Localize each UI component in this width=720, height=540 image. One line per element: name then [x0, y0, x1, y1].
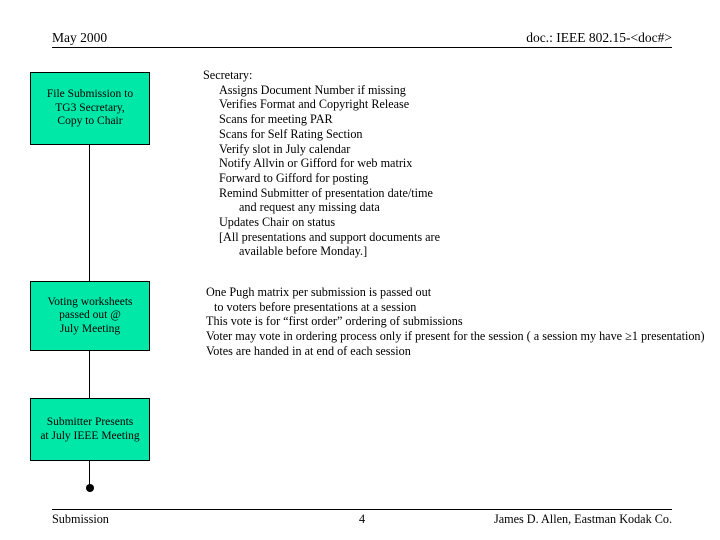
header-date: May 2000 [52, 30, 108, 45]
secretary-item: and request any missing data [239, 200, 380, 215]
secretary-item: [All presentations and support documents… [219, 229, 441, 244]
secretary-task-list: Secretary: Assigns Document Number if mi… [203, 68, 440, 259]
flow-connector-endpoint [85, 484, 94, 492]
voting-note-line: to voters before presentations at a sess… [214, 299, 417, 314]
flow-box-line: Submitter Presents [46, 415, 134, 428]
footer-submission-label: Submission [52, 512, 109, 526]
secretary-item: Verifies Format and Copyright Release [219, 97, 410, 112]
secretary-item: Verify slot in July calendar [219, 141, 351, 156]
flow-box-submitter-presents: Submitter Presents at July IEEE Meeting [30, 398, 150, 461]
secretary-item: Assigns Document Number if missing [219, 82, 406, 97]
secretary-item: Scans for Self Rating Section [219, 126, 363, 141]
secretary-item: Updates Chair on status [219, 215, 336, 230]
flow-box-line: TG3 Secretary, [55, 101, 125, 114]
flow-box-line: Copy to Chair [57, 115, 123, 128]
secretary-heading: Secretary: [203, 68, 253, 82]
flow-box-file-submission: File Submission to TG3 Secretary, Copy t… [30, 72, 150, 145]
flow-box-line: passed out @ [59, 309, 121, 322]
secretary-item: Forward to Gifford for posting [219, 170, 369, 185]
flow-box-line: at July IEEE Meeting [40, 429, 140, 442]
flow-box-line: July Meeting [59, 322, 121, 335]
voting-note-line: One Pugh matrix per submission is passed… [206, 285, 432, 299]
secretary-item: Remind Submitter of presentation date/ti… [219, 185, 433, 200]
secretary-item: Notify Allvin or Gifford for web matrix [219, 156, 413, 171]
voting-note-line: This vote is for “first order” ordering … [206, 314, 463, 329]
slide-footer: Submission 4 James D. Allen, Eastman Kod… [52, 509, 672, 527]
voting-note-line: Voter may vote in ordering process only … [206, 329, 705, 344]
flow-box-line: File Submission to [46, 88, 134, 101]
header-doc-reference: doc.: IEEE 802.15-<doc#> [526, 30, 672, 45]
secretary-item: available before Monday.] [239, 244, 368, 259]
secretary-item: Scans for meeting PAR [219, 112, 333, 127]
flow-box-voting-worksheets: Voting worksheets passed out @ July Meet… [30, 281, 150, 351]
voting-process-notes: One Pugh matrix per submission is passed… [206, 285, 705, 359]
voting-note-line: Votes are handed in at end of each sessi… [206, 343, 411, 358]
flow-box-line: Voting worksheets [47, 295, 133, 308]
footer-author: James D. Allen, Eastman Kodak Co. [493, 512, 672, 526]
footer-page-number: 4 [358, 512, 366, 526]
slide-header: May 2000 doc.: IEEE 802.15-<doc#> [52, 30, 672, 48]
